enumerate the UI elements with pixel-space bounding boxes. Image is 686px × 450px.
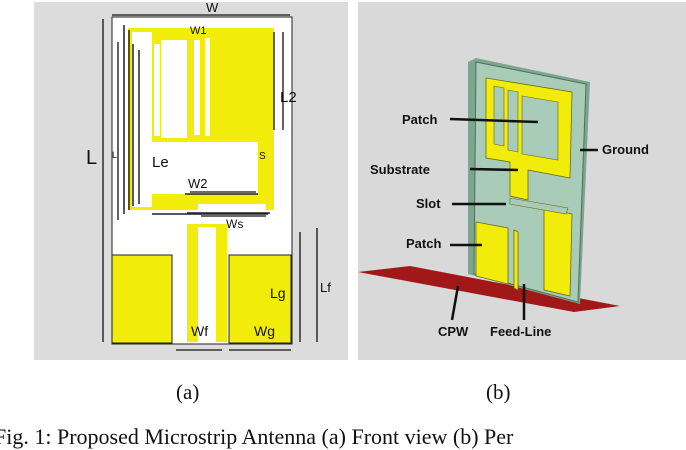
perspective-view-diagram: Patch Substrate Slot Patch Ground CPW Fe…	[358, 58, 649, 339]
callout-lines	[449, 117, 598, 321]
callout-patch-top: Patch	[402, 112, 437, 127]
label-l2: L2	[280, 89, 297, 106]
callout-feed-line: Feed-Line	[490, 324, 551, 339]
callout-patch-bottom: Patch	[406, 236, 441, 251]
label-lf: Lf	[320, 280, 331, 295]
ground-plane	[111, 254, 292, 344]
perspective-view-panel: Patch Substrate Slot Patch Ground CPW Fe…	[358, 2, 686, 360]
figure-caption: Fig. 1: Proposed Microstrip Antenna (a) …	[0, 424, 514, 449]
callout-ground: Ground	[602, 142, 649, 157]
label-w: W	[206, 2, 219, 15]
caption-b: (b)	[486, 380, 511, 404]
patch-slots	[132, 32, 271, 342]
slot-outlines	[123, 25, 270, 215]
label-lg: Lg	[270, 285, 286, 301]
label-s: S	[259, 151, 266, 162]
label-ws: Ws	[226, 217, 243, 231]
callout-substrate: Substrate	[370, 162, 430, 177]
front-view-panel: W W1 L2 L L' Le S W2 Ws Lg Lf Wf Wg	[34, 2, 348, 360]
label-w2: W2	[188, 176, 208, 191]
label-wg: Wg	[254, 323, 275, 339]
front-view-diagram: W W1 L2 L L' Le S W2 Ws Lg Lf Wf Wg	[86, 2, 331, 351]
label-le: Le	[152, 154, 169, 171]
callout-slot: Slot	[416, 196, 441, 211]
label-l1: L'	[112, 150, 119, 160]
dimension-lines	[102, 14, 318, 351]
label-w1: W1	[190, 25, 207, 37]
caption-a: (a)	[176, 380, 200, 404]
label-wf: Wf	[191, 323, 208, 339]
feed-base	[358, 266, 620, 312]
label-l: L	[86, 147, 97, 169]
callout-cpw: CPW	[438, 324, 469, 339]
substrate-slots	[493, 85, 569, 215]
